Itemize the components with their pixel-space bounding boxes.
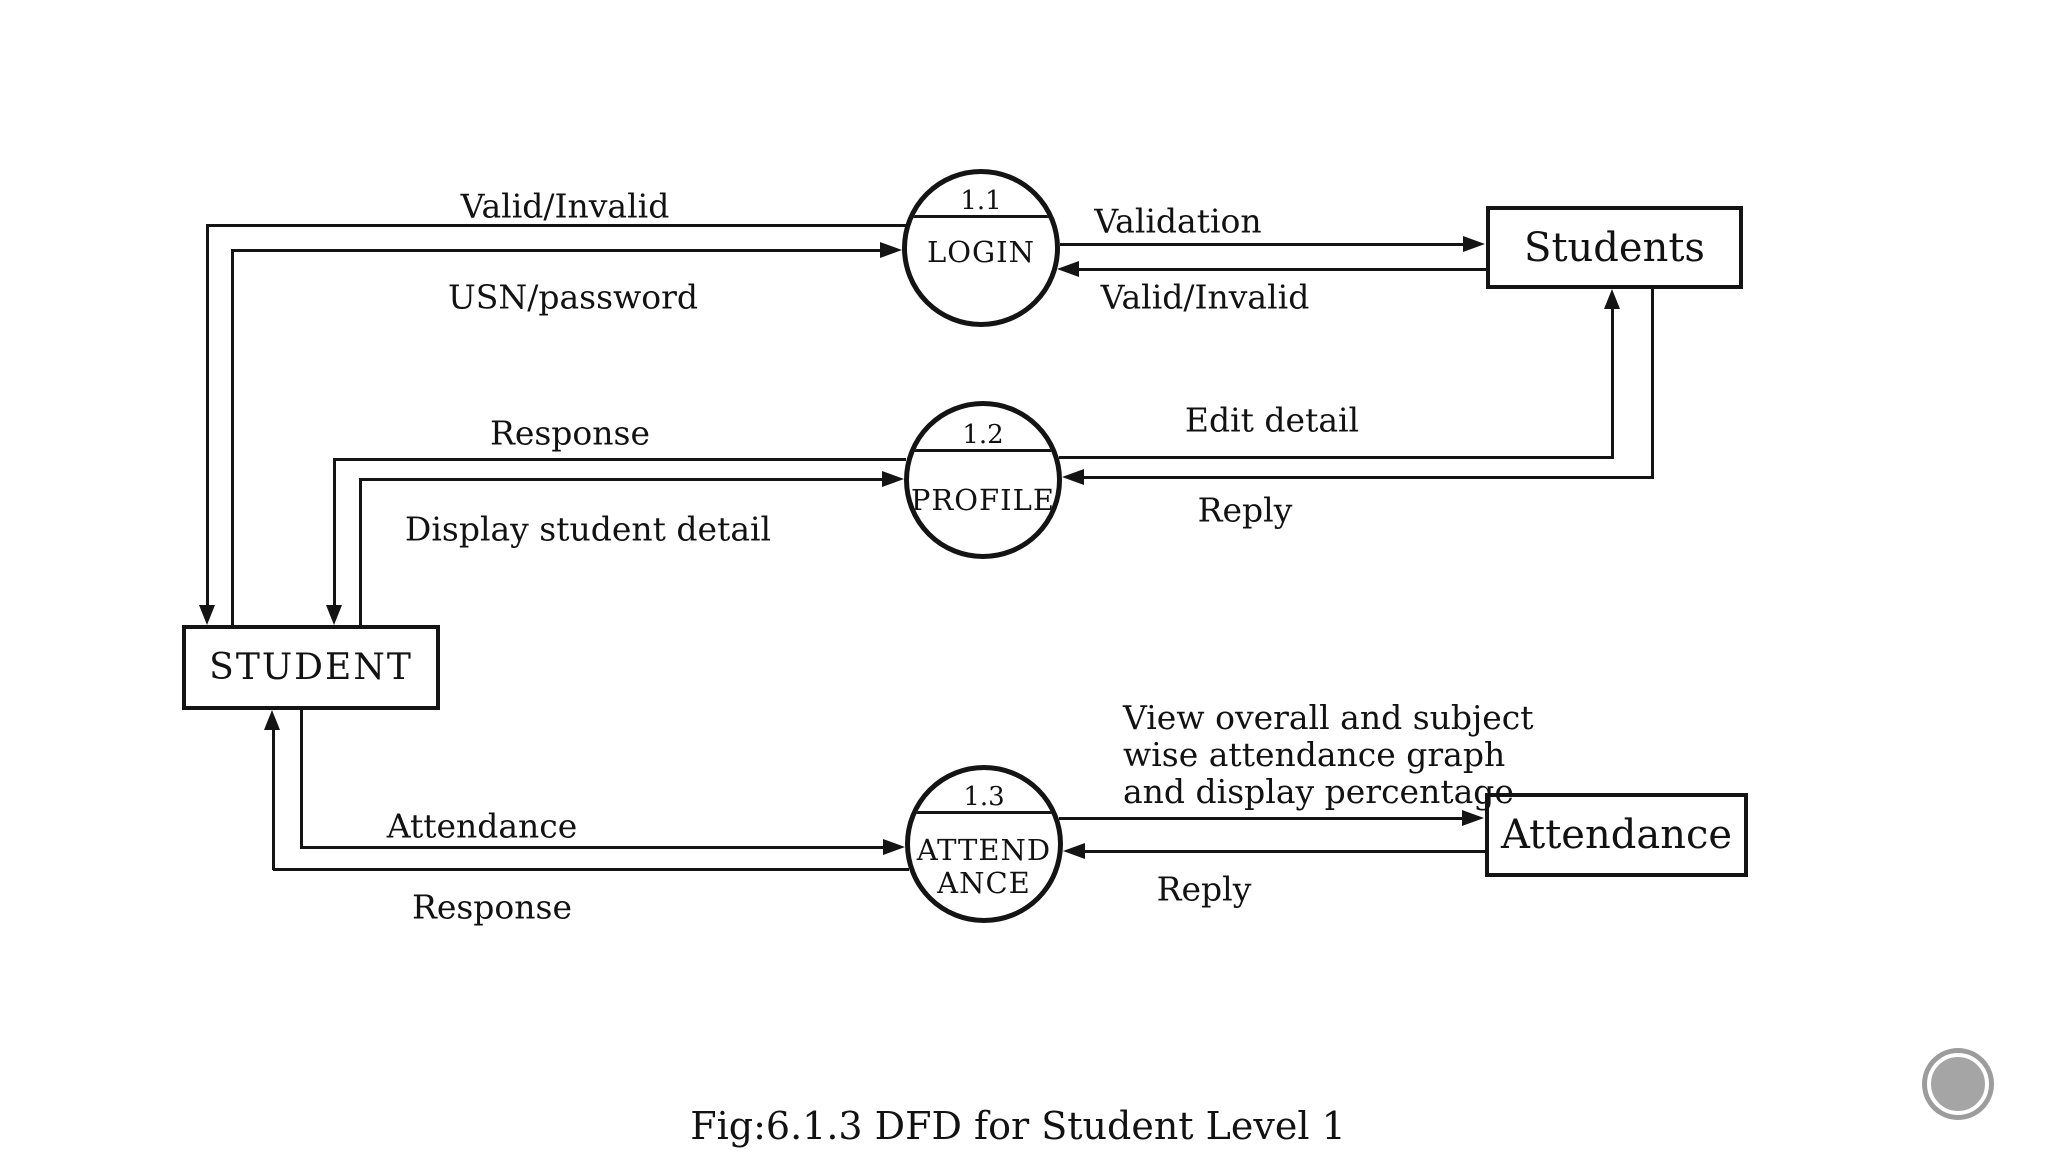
flow-valid-invalid-left-arrowhead: [199, 605, 215, 625]
gray-circle-badge-ring: [1927, 1053, 1989, 1115]
flow-attendance-request-arrowhead: [883, 839, 905, 855]
flow-valid-invalid-right-line-h: [1079, 268, 1486, 271]
process-profile-name: PROFILE: [910, 483, 1056, 517]
label-validation: Validation: [1094, 201, 1262, 241]
label-attendance-request: Attendance: [386, 806, 578, 846]
flow-display-detail-line-h: [359, 478, 882, 481]
flow-validation-arrowhead: [1463, 236, 1485, 252]
flow-edit-detail-arrowhead: [1604, 289, 1620, 309]
process-profile-id: 1.2: [962, 420, 1004, 450]
label-reply-profile: Reply: [1197, 490, 1293, 530]
flow-usn-password-line-h: [231, 249, 881, 252]
entity-student-box: STUDENT: [182, 625, 440, 710]
label-response-attendance: Response: [411, 887, 573, 927]
flow-display-detail-line-v: [359, 479, 362, 625]
flow-view-overall-arrowhead: [1462, 810, 1484, 826]
label-view-overall-line2: wise attendance graph: [1123, 735, 1506, 774]
flow-edit-detail-line-h: [1059, 456, 1614, 459]
flow-display-detail-arrowhead: [882, 471, 904, 487]
flow-reply-profile-line-h: [1084, 476, 1654, 479]
process-profile-circle: 1.2 PROFILE: [904, 401, 1062, 559]
process-login-name: LOGIN: [926, 235, 1036, 269]
flow-usn-password-arrowhead: [880, 242, 902, 258]
flow-edit-detail-line-v: [1611, 308, 1614, 458]
label-valid-invalid-left: Valid/Invalid: [460, 186, 670, 226]
entity-attendance-label: Attendance: [1500, 812, 1733, 858]
entity-students-label: Students: [1524, 224, 1705, 271]
flow-reply-attendance-line-h: [1085, 850, 1485, 853]
flow-response-attendance-line-v: [272, 730, 275, 870]
flow-view-overall-line-h: [1059, 817, 1463, 820]
label-edit-detail: Edit detail: [1184, 400, 1360, 440]
flow-validation-line-h: [1060, 243, 1464, 246]
flow-reply-attendance-arrowhead: [1063, 843, 1085, 859]
process-login-id: 1.1: [960, 186, 1002, 216]
process-profile-divider: [909, 449, 1057, 452]
flow-response-attendance-arrowhead: [264, 710, 280, 730]
entity-students-box: Students: [1486, 206, 1743, 289]
process-attendance-id: 1.3: [963, 782, 1005, 812]
flow-reply-profile-line-v: [1651, 289, 1654, 479]
flow-valid-invalid-left-line-v: [206, 224, 209, 607]
flow-response-profile-line-h: [334, 458, 906, 461]
label-valid-invalid-right: Valid/Invalid: [1100, 277, 1310, 317]
process-login-circle: 1.1 LOGIN: [902, 169, 1060, 327]
flow-valid-invalid-left-line-h: [207, 224, 906, 227]
label-usn-password: USN/password: [447, 277, 699, 317]
flow-valid-invalid-right-arrowhead: [1057, 261, 1079, 277]
entity-student-label: STUDENT: [209, 647, 413, 688]
label-display-student-detail: Display student detail: [404, 509, 772, 549]
process-login-divider: [907, 215, 1055, 218]
process-attendance-name-line1: ATTEND: [916, 833, 1052, 867]
flow-reply-profile-arrowhead: [1062, 469, 1084, 485]
flow-response-profile-arrowhead: [326, 605, 342, 625]
label-view-overall: View overall and subject wise attendance…: [1123, 699, 1534, 810]
entity-attendance-box: Attendance: [1485, 793, 1748, 877]
figure-caption: Fig:6.1.3 DFD for Student Level 1: [690, 1104, 1346, 1148]
process-attendance-divider: [910, 811, 1058, 814]
process-attendance-circle: 1.3 ATTEND ANCE: [905, 765, 1063, 923]
flow-attendance-request-line-v: [300, 710, 303, 849]
process-attendance-name-line2: ANCE: [937, 866, 1031, 900]
label-response-profile: Response: [489, 413, 651, 453]
flow-attendance-request-line-h: [300, 846, 883, 849]
label-view-overall-line1: View overall and subject: [1123, 698, 1534, 737]
flow-response-profile-line-v: [333, 458, 336, 607]
flow-usn-password-line-v: [231, 250, 234, 625]
flow-response-attendance-line-h: [273, 868, 909, 871]
gray-circle-badge-icon: [1922, 1048, 1994, 1120]
label-view-overall-line3: and display percentage: [1123, 772, 1514, 811]
label-reply-attendance: Reply: [1156, 869, 1252, 909]
